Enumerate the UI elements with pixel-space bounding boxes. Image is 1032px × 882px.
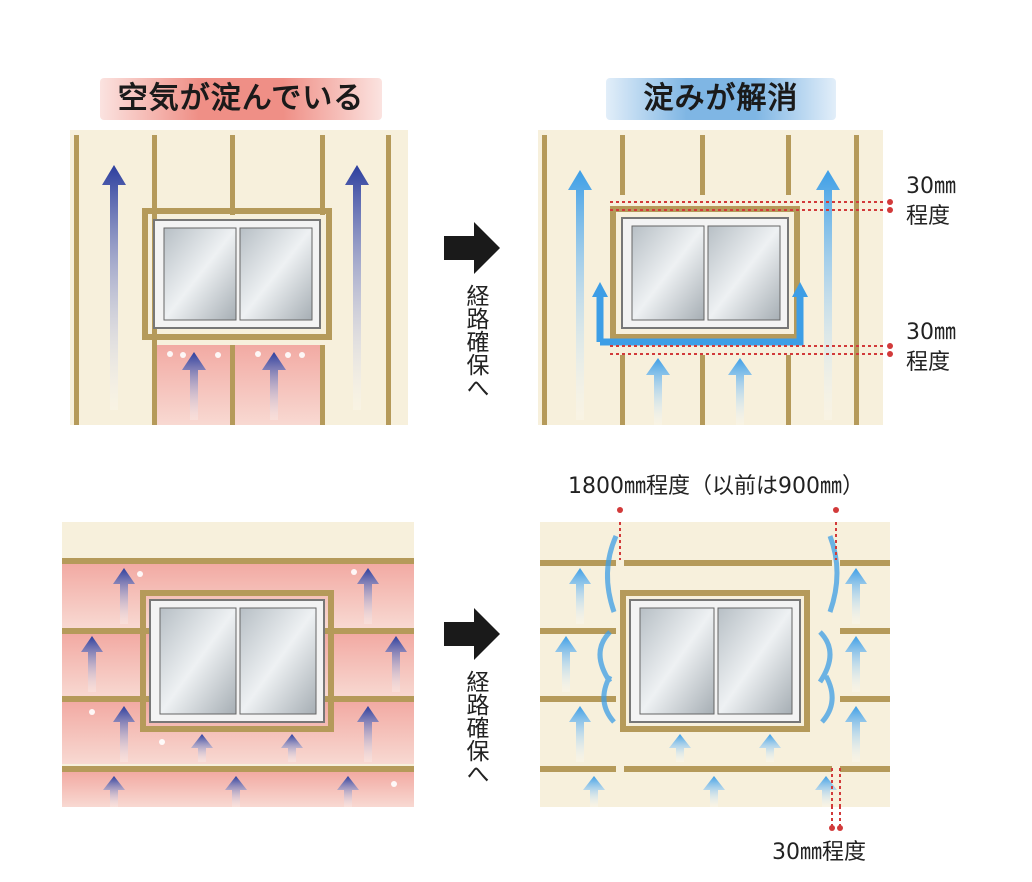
gap-bottom-value: 30㎜: [906, 320, 956, 345]
diagram-horizontal-stagnant: [62, 522, 414, 807]
dim-marker-top: [887, 199, 893, 213]
gap-top-value: 30㎜: [906, 174, 956, 199]
transition-label-bottom: 経路確保へ: [462, 670, 488, 785]
stagnant-air-title: 空気が淀んでいる: [100, 78, 382, 120]
transition-arrow-top-icon: [444, 222, 500, 274]
diagram-horizontal-resolved: [540, 522, 890, 807]
diagram-vertical-stagnant: [70, 130, 408, 425]
diagram-vertical-resolved: [538, 130, 883, 425]
dim-marker-bottom: [887, 343, 893, 357]
stagnation-resolved-title: 淀みが解消: [606, 78, 836, 120]
stud-spacing-label: 1800㎜程度（以前は900㎜）: [568, 474, 864, 499]
transition-label-top: 経路確保へ: [462, 284, 488, 399]
gap-top-label: 30㎜ 程度: [906, 172, 956, 232]
gap-bottom-suffix: 程度: [906, 350, 951, 375]
transition-arrow-bottom-icon: [444, 608, 500, 660]
gap-top-suffix: 程度: [906, 204, 951, 229]
batten-gap-label: 30㎜程度: [772, 840, 866, 865]
dim-markers-span: [617, 507, 839, 513]
gap-bottom-label: 30㎜ 程度: [906, 318, 956, 378]
dim-line-bottom-batten: [829, 806, 843, 831]
